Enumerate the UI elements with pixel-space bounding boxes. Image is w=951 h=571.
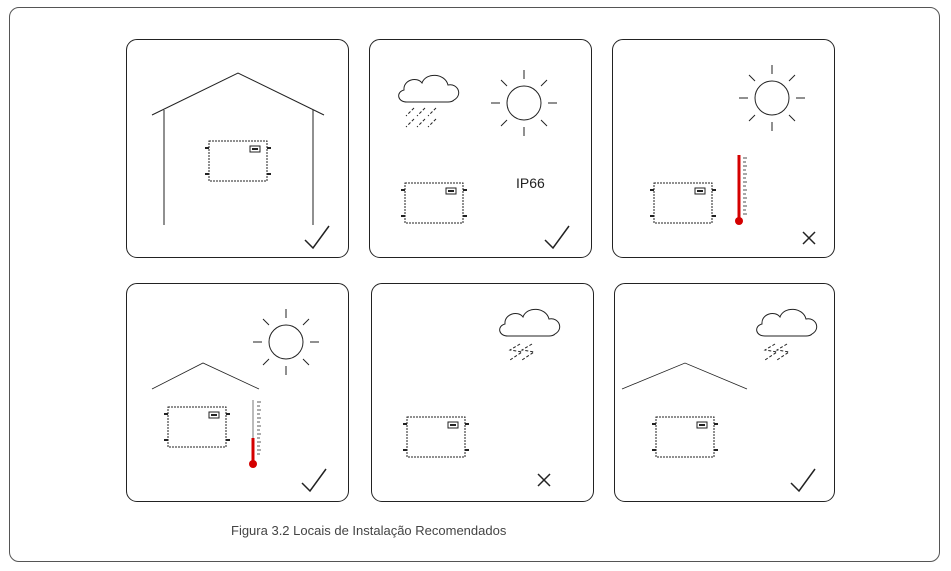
roof-icon: [151, 362, 260, 390]
roof-icon: [621, 362, 748, 390]
rain-cloud-icon: [398, 74, 460, 128]
inverter-icon: [205, 140, 271, 182]
inverter-icon: [403, 416, 469, 458]
figure-frame: [9, 7, 940, 562]
thermometer-icon: [735, 155, 747, 225]
panel-outdoor-rain-sun: IP66: [369, 39, 592, 258]
panel-outdoor-rain: [371, 283, 594, 502]
inverter-icon: [650, 182, 716, 224]
panel-direct-sun-heat: [612, 39, 835, 258]
inverter-icon: [164, 406, 230, 448]
thermometer-icon: [249, 400, 261, 468]
figure-caption: Figura 3.2 Locais de Instalação Recomend…: [231, 523, 507, 538]
sun-icon: [491, 70, 557, 136]
check-icon: [304, 225, 330, 250]
cross-icon: [537, 473, 551, 487]
cross-icon: [802, 231, 816, 245]
check-icon: [301, 468, 327, 493]
storm-cloud-icon: [499, 308, 561, 361]
check-icon: [544, 225, 570, 250]
panel-indoor: [126, 39, 349, 258]
panel-sheltered-sun-heat: [126, 283, 349, 502]
panel-sheltered-rain: [614, 283, 835, 502]
check-icon: [790, 468, 816, 493]
inverter-icon: [652, 416, 718, 458]
ip-rating-label: IP66: [516, 175, 545, 191]
storm-cloud-icon: [756, 308, 818, 361]
house-roof-icon: [151, 72, 325, 225]
inverter-icon: [401, 182, 467, 224]
sun-icon: [253, 309, 319, 375]
sun-icon: [739, 65, 805, 131]
